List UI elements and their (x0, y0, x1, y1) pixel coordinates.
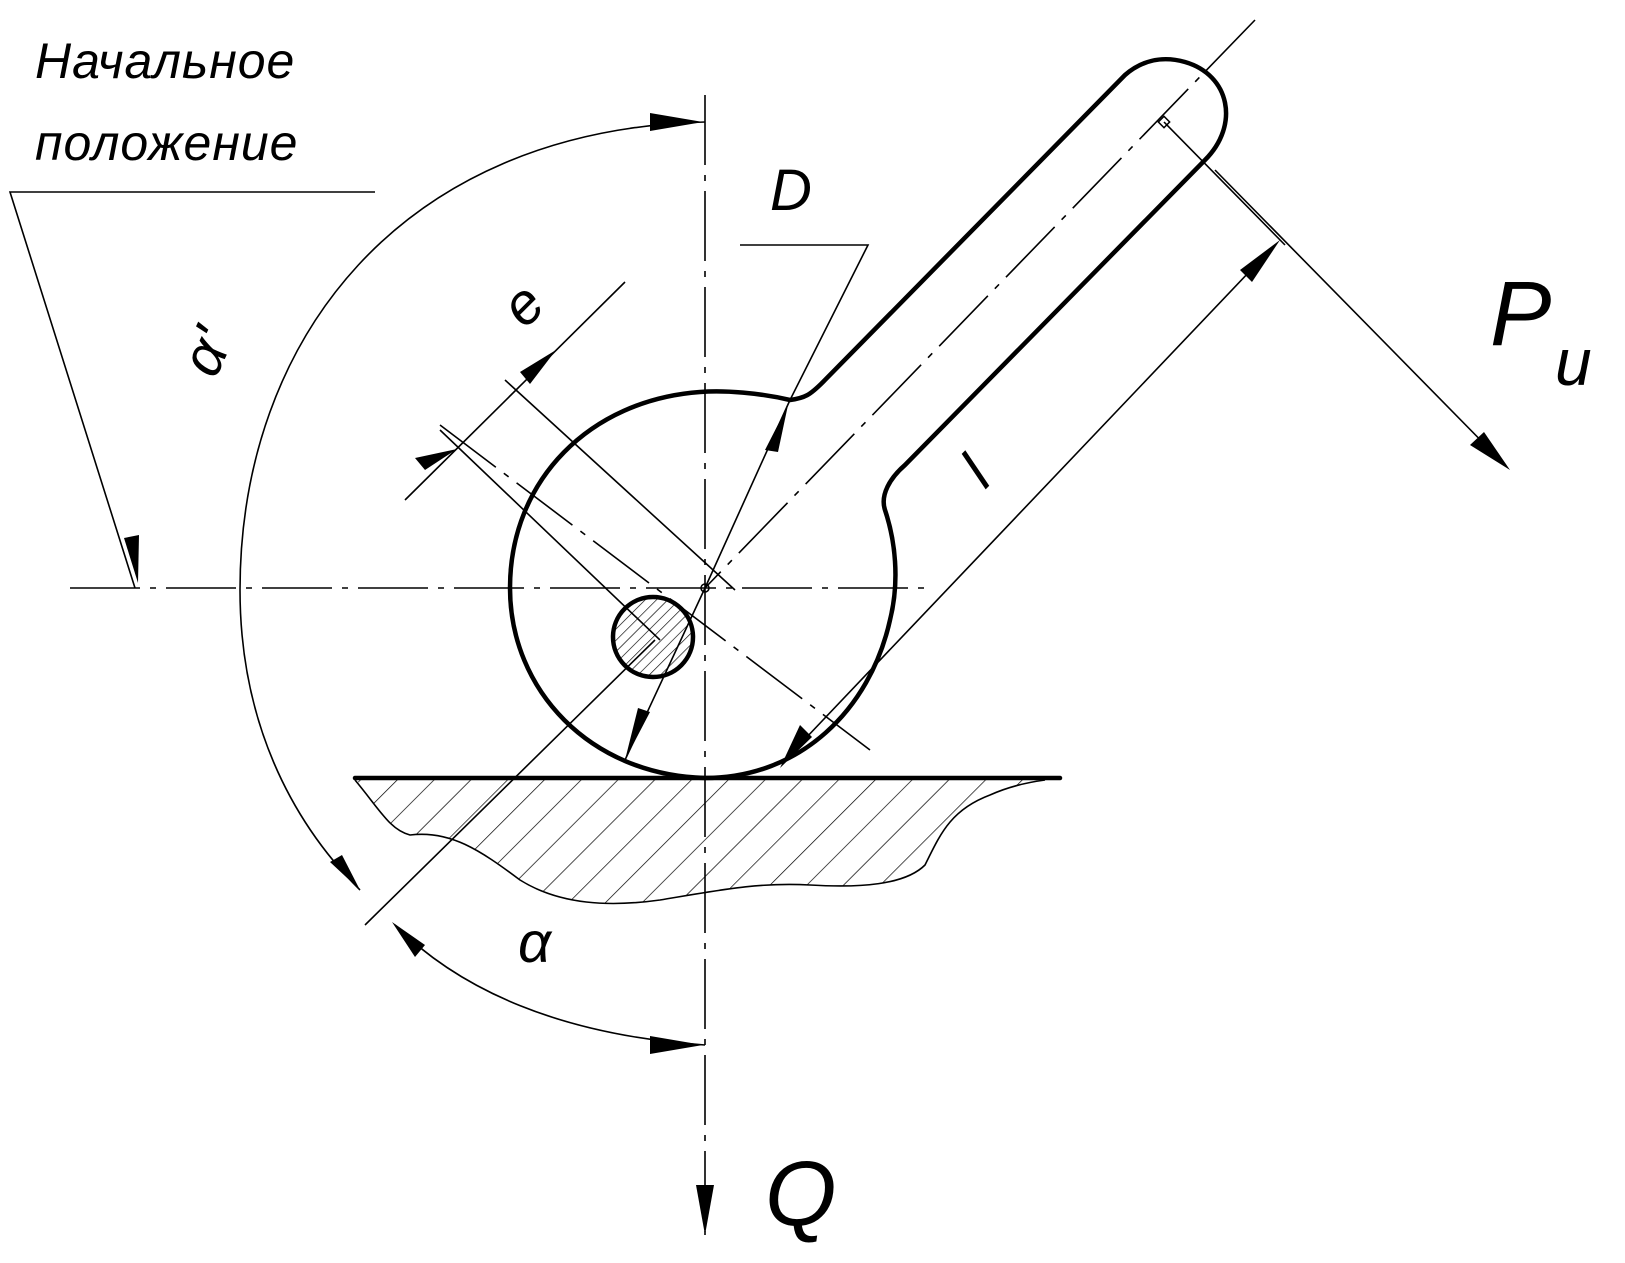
note-leader (8, 191, 375, 589)
D-lower-line (624, 587, 706, 761)
alpha-prime-arrow-top (650, 113, 703, 131)
label-P-subscript: u (1555, 325, 1592, 399)
l-dimension-line (784, 249, 1271, 761)
alpha-extension (364, 639, 656, 926)
eccentric-cam (507, 57, 1229, 781)
handle-axis-line (704, 19, 1256, 589)
label-P: P (1490, 263, 1551, 365)
e-dimension-line (404, 281, 626, 501)
P-force-line (1214, 169, 1506, 466)
alpha-arrow-right (650, 1036, 703, 1054)
force-P (1214, 169, 1510, 470)
note-line-2: положение (35, 115, 298, 171)
base-workpiece (352, 775, 1063, 905)
e-extension-2 (439, 429, 661, 641)
D-arrow (765, 405, 788, 452)
shaft-outline (610, 594, 696, 680)
P-arrow (1470, 432, 1510, 470)
diagonal-center-line (439, 424, 871, 751)
label-alpha: α (518, 910, 553, 975)
note-line-1: Начальное (35, 33, 295, 89)
label-Q: Q (765, 1143, 837, 1245)
alpha-arrow-left (392, 922, 425, 957)
label-l: l (948, 443, 1005, 500)
e-arrow-up (520, 350, 556, 384)
dimension-D (624, 244, 870, 761)
label-alpha-prime: α' (168, 316, 246, 385)
note-leader-line (8, 191, 375, 589)
e-arrow-down (415, 449, 457, 470)
l-arrow-bottom (780, 725, 812, 768)
note-leader-arrow (124, 535, 139, 583)
base-break-line (354, 779, 1046, 905)
l-arrow-top (1240, 240, 1280, 282)
angle-alpha (364, 639, 706, 1054)
l-extension-handle (1163, 121, 1286, 246)
Q-arrow (696, 1185, 714, 1235)
shaft (610, 594, 696, 680)
angle-alpha-prime (239, 113, 706, 891)
D-leader (740, 244, 870, 401)
label-e: e (488, 270, 557, 339)
e-extension-1 (504, 379, 736, 591)
dimension-l (780, 121, 1286, 768)
alpha-prime-arrow-bottom (330, 855, 360, 890)
dimension-e (404, 281, 736, 641)
alpha-prime-arc (239, 121, 706, 891)
label-D: D (770, 158, 812, 223)
cam-center-mark (700, 583, 710, 593)
base-hatch-fill (355, 778, 1045, 904)
